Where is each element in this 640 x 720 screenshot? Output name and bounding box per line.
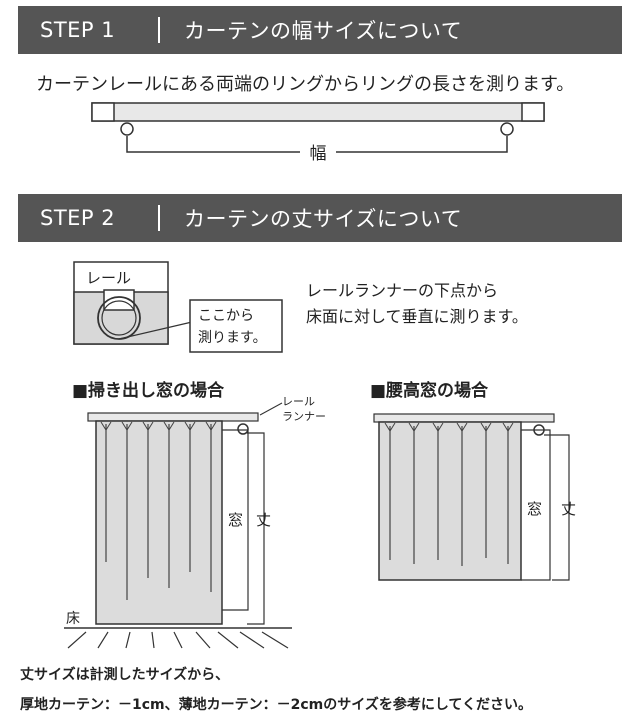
- length-dimension-floor-case: [247, 432, 265, 625]
- length-dimension-waist-case: [544, 434, 570, 581]
- step1-header: STEP 1 カーテンの幅サイズについて: [18, 6, 622, 54]
- window-label-floor-case: 窓: [228, 511, 243, 529]
- step2-label: STEP 2: [40, 206, 116, 230]
- width-dimension-line: [126, 136, 508, 153]
- measure-point-callout: [189, 299, 283, 353]
- step2-header: STEP 2 カーテンの丈サイズについて: [18, 194, 622, 242]
- curtain-rail: [91, 102, 545, 122]
- step1-label: STEP 1: [40, 18, 116, 42]
- length-label-floor-case: 丈: [256, 511, 271, 529]
- floor-label: 床: [66, 611, 80, 627]
- width-label: 幅: [310, 144, 327, 164]
- note-line-1: 丈サイズは計測したサイズから、: [20, 667, 230, 683]
- runner-label-pointer: [259, 402, 283, 416]
- rail-closeup: レール ここから 測ります。: [73, 261, 283, 353]
- window-outline-floor-case: [222, 429, 249, 611]
- step2-description: レールランナーの下点から 床面に対して垂直に測ります。: [306, 278, 528, 330]
- step1-divider: [158, 17, 160, 43]
- measure-from-line-1: ここから: [198, 308, 254, 324]
- case-floor-title: ■掃き出し窓の場合: [72, 381, 225, 401]
- runner-floor-case-icon: [237, 423, 249, 435]
- step1-description: カーテンレールにある両端のリングからリングの長さを測ります。: [36, 74, 575, 95]
- rail-waist-case: [373, 413, 555, 423]
- floor-hatching: [67, 631, 289, 649]
- runner-label-line-2: ランナー: [282, 410, 326, 423]
- note-line-2: 厚地カーテン：－1cm、薄地カーテン：－2cmのサイズを参考にしてください。: [20, 697, 532, 713]
- ring-right-icon: [500, 122, 514, 136]
- ring-left-icon: [120, 122, 134, 136]
- rail-floor-case: [87, 412, 259, 422]
- window-label-waist-case: 窓: [527, 500, 542, 518]
- runner-block: [103, 289, 135, 311]
- step2-description-line-1: レールランナーの下点から: [306, 281, 499, 300]
- step2-description-line-2: 床面に対して垂直に測ります。: [306, 307, 528, 326]
- step1-rail-diagram: 幅: [91, 102, 545, 164]
- curtain-hooks-floor-case: [100, 421, 217, 431]
- rail-box-label: レール: [86, 269, 131, 287]
- case-waist-title: ■腰高窓の場合: [370, 381, 489, 401]
- curtain-waist-case: [378, 421, 522, 581]
- step1-title: カーテンの幅サイズについて: [184, 19, 463, 43]
- curtain-hooks-waist-case: [384, 422, 514, 432]
- waist-window-diagram: 窓 丈: [373, 413, 576, 581]
- step2-divider: [158, 205, 160, 231]
- measure-pointer-line: [118, 321, 193, 340]
- rail-end-cap-right: [521, 102, 545, 122]
- floor-window-diagram: レール ランナー 窓 丈 床: [64, 395, 326, 649]
- measure-from-line-2: 測ります。: [198, 330, 267, 346]
- length-label-waist-case: 丈: [561, 500, 576, 518]
- runner-label-line-1: レール: [282, 395, 315, 408]
- curtain-floor-case: [95, 420, 223, 625]
- runner-ring-inner-icon: [101, 300, 137, 336]
- step2-title: カーテンの丈サイズについて: [184, 207, 463, 231]
- window-outline-waist-case: [521, 429, 551, 581]
- rail-end-cap-left: [91, 102, 115, 122]
- curtain-folds-waist-case: [389, 426, 509, 566]
- curtain-folds-floor-case: [105, 424, 212, 600]
